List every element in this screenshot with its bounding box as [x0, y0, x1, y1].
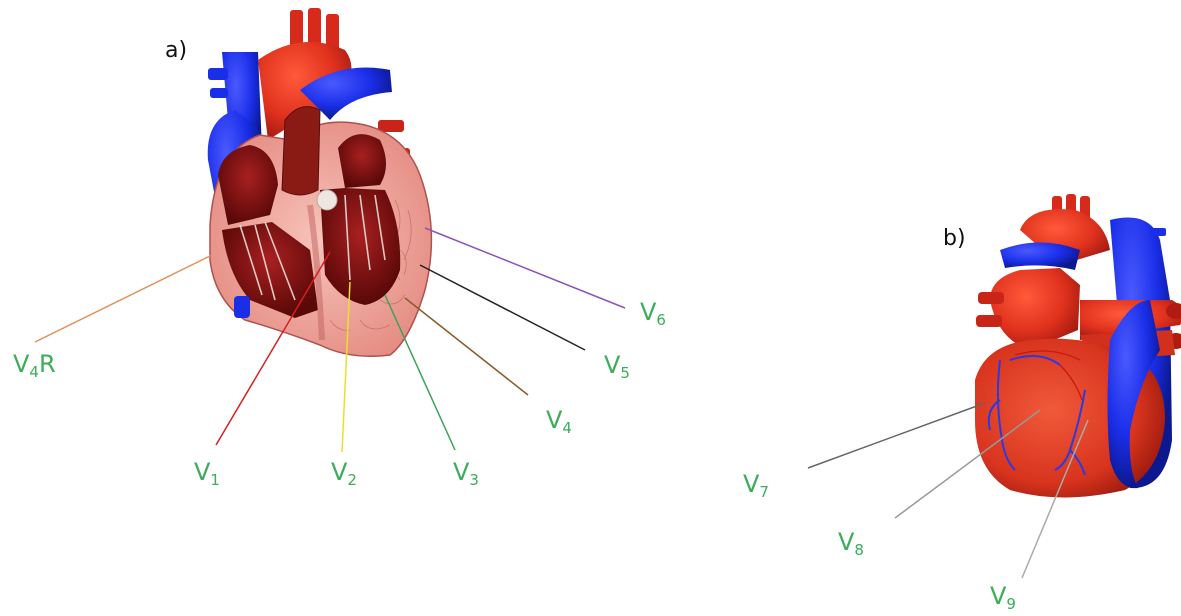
- heart-b-illustration: [975, 194, 1181, 498]
- panel-label-a: a): [165, 38, 187, 63]
- lead-label-v2: V2: [331, 460, 357, 484]
- lead-line-v4r: [35, 255, 212, 342]
- panel-label-b: b): [943, 226, 966, 251]
- lead-line-v3: [385, 295, 455, 450]
- lead-label-v8: V8: [838, 530, 864, 554]
- lead-label-v9: V9: [990, 584, 1016, 608]
- lead-label-v4r: V4R: [13, 352, 56, 376]
- lead-label-v6: V6: [640, 300, 666, 324]
- lead-label-v7: V7: [743, 472, 769, 496]
- lead-line-v5: [420, 265, 585, 350]
- lead-label-v4: V4: [546, 408, 572, 432]
- lead-line-v7: [808, 403, 985, 468]
- heart-a-illustration: [208, 8, 432, 356]
- lead-label-v3: V3: [453, 460, 479, 484]
- lead-line-v6: [425, 228, 625, 308]
- lead-label-v5: V5: [604, 353, 630, 377]
- lead-label-v1: V1: [194, 460, 220, 484]
